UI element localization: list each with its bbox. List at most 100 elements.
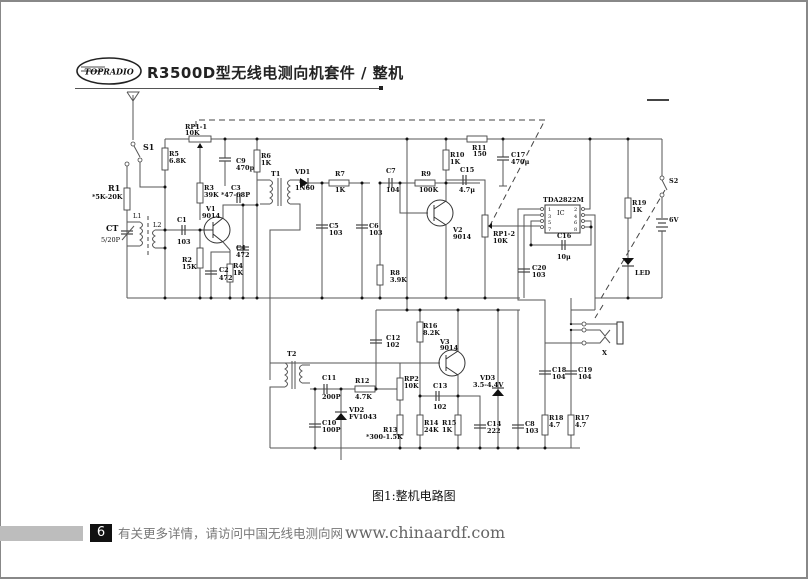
- svg-text:VD1: VD1: [294, 168, 310, 176]
- svg-text:200P: 200P: [322, 393, 341, 401]
- rp1-gang-link: [195, 119, 546, 236]
- capacitor-c9: C9 470p: [219, 139, 255, 186]
- svg-text:24K: 24K: [424, 426, 439, 434]
- resistor-r7: R7 1K: [328, 170, 350, 194]
- capacitor-c1: C1 103: [165, 216, 200, 246]
- svg-text:C17: C17: [511, 151, 525, 159]
- svg-text:R2: R2: [182, 256, 192, 264]
- svg-text:R8: R8: [390, 269, 400, 277]
- svg-text:39K: 39K: [204, 191, 219, 199]
- svg-text:*47-68P: *47-68P: [221, 191, 250, 199]
- svg-text:R19: R19: [632, 199, 647, 207]
- capacitor-c15: C15 4.7μ: [446, 166, 486, 215]
- svg-text:5/20P: 5/20P: [101, 236, 121, 244]
- svg-text:R12: R12: [355, 377, 369, 385]
- svg-text:R11: R11: [472, 144, 486, 152]
- svg-text:R3: R3: [204, 184, 214, 192]
- svg-text:103: 103: [177, 238, 191, 246]
- zener-vd3: VD3 3.5-4.4V: [473, 310, 504, 448]
- svg-text:3.9K: 3.9K: [390, 276, 407, 284]
- transformer-t2: T2: [269, 350, 310, 448]
- resistor-r10: R10 1K: [442, 139, 465, 183]
- svg-text:X: X: [602, 349, 608, 357]
- svg-text:103: 103: [369, 229, 383, 237]
- transistor-v3: V3 9014: [438, 310, 466, 448]
- resistor-r6: R6 1K: [253, 139, 272, 298]
- svg-text:C16: C16: [557, 232, 572, 240]
- svg-text:C3: C3: [231, 184, 241, 192]
- topradio-logo: TOPRADIO: [76, 57, 142, 85]
- svg-text:4: 4: [574, 214, 577, 220]
- svg-text:4.7μ: 4.7μ: [459, 186, 475, 194]
- capacitor-c12: C12 102: [370, 310, 400, 389]
- capacitor-c10: C10 100P: [309, 389, 341, 448]
- svg-text:R10: R10: [450, 151, 465, 159]
- svg-text:470p: 470p: [236, 164, 255, 172]
- svg-text:6: 6: [574, 220, 577, 226]
- ic-tda2822m: TDA2822M IC 1 3 5 7 2 4 6 8: [517, 139, 596, 440]
- svg-text:C18: C18: [552, 366, 567, 374]
- capacitor-c17: C17 470μ: [497, 139, 530, 187]
- resistor-r1: R1 *5K-20K: [92, 161, 131, 222]
- footer-text: 有关更多详情，请访问中国无线电测向网: [118, 526, 344, 541]
- svg-text:TDA2822M: TDA2822M: [543, 196, 584, 204]
- page-header: TOPRADIO R3500D型无线电测向机套件 / 整机: [75, 55, 403, 89]
- battery-6v: 6V: [656, 216, 680, 298]
- svg-text:RP1-1: RP1-1: [185, 123, 207, 131]
- transistor-v1: V1 9014: [200, 204, 257, 251]
- svg-text:C4: C4: [236, 244, 246, 252]
- svg-text:R4: R4: [233, 262, 243, 270]
- capacitor-c14: C14 222: [474, 420, 502, 435]
- svg-text:R15: R15: [442, 419, 457, 427]
- svg-text:10μ: 10μ: [557, 253, 571, 261]
- svg-text:470μ: 470μ: [511, 158, 530, 166]
- resistor-r19: R19 1K: [624, 139, 647, 298]
- junction-dots: [163, 137, 630, 450]
- svg-text:1K: 1K: [632, 206, 643, 214]
- svg-text:R13: R13: [383, 426, 398, 434]
- tuning-capacitor-ct: CT 5/20P: [101, 222, 135, 298]
- svg-text:R5: R5: [169, 150, 179, 158]
- capacitor-c6: C6 103: [356, 183, 383, 298]
- svg-text:C14: C14: [487, 420, 502, 428]
- svg-text:R18: R18: [549, 414, 564, 422]
- svg-text:S2: S2: [669, 177, 678, 185]
- svg-text:TOPRADIO: TOPRADIO: [84, 67, 133, 77]
- transistor-v2: V2 9014: [399, 183, 472, 298]
- svg-text:1K: 1K: [450, 158, 461, 166]
- svg-text:LED: LED: [635, 269, 651, 277]
- resistor-r13: R13 *300-1.5K: [366, 414, 404, 441]
- capacitor-c16: C16 10μ: [557, 232, 572, 261]
- jack-gang-link: [594, 304, 604, 319]
- s2-gang-link: [599, 189, 666, 301]
- svg-text:15K: 15K: [182, 263, 197, 271]
- header-rule: [75, 88, 380, 89]
- coil-l1-l2: L1 L2: [127, 212, 165, 258]
- headphone-jack: X: [545, 321, 624, 357]
- svg-text:*5K-20K: *5K-20K: [92, 193, 123, 201]
- svg-text:RP1-2: RP1-2: [493, 230, 515, 238]
- capacitor-c13: C13 102: [420, 382, 481, 448]
- potentiometer-rp1-2: RP1-2 10K: [481, 214, 540, 298]
- svg-text:V3: V3: [439, 338, 450, 346]
- svg-text:R7: R7: [335, 170, 345, 178]
- svg-text:R14: R14: [424, 419, 439, 427]
- resistor-r3: R3 39K: [196, 182, 219, 204]
- svg-text:C11: C11: [322, 374, 336, 382]
- svg-text:102: 102: [433, 403, 447, 411]
- svg-text:C6: C6: [369, 222, 379, 230]
- svg-text:3: 3: [548, 214, 551, 220]
- svg-text:L1: L1: [133, 212, 141, 220]
- svg-text:4.7K: 4.7K: [355, 393, 372, 401]
- capacitor-c8: C8 103: [512, 310, 539, 448]
- page-number: 6: [90, 524, 112, 542]
- svg-text:10K: 10K: [493, 237, 508, 245]
- svg-text:150: 150: [473, 150, 487, 158]
- svg-text:472: 472: [236, 251, 250, 259]
- svg-text:C2: C2: [219, 266, 229, 274]
- website-link[interactable]: www.chinaardf.com: [345, 523, 506, 542]
- switch-s1: S1: [130, 141, 165, 188]
- footer-bar: [0, 526, 83, 541]
- decorative-bar: [647, 99, 669, 101]
